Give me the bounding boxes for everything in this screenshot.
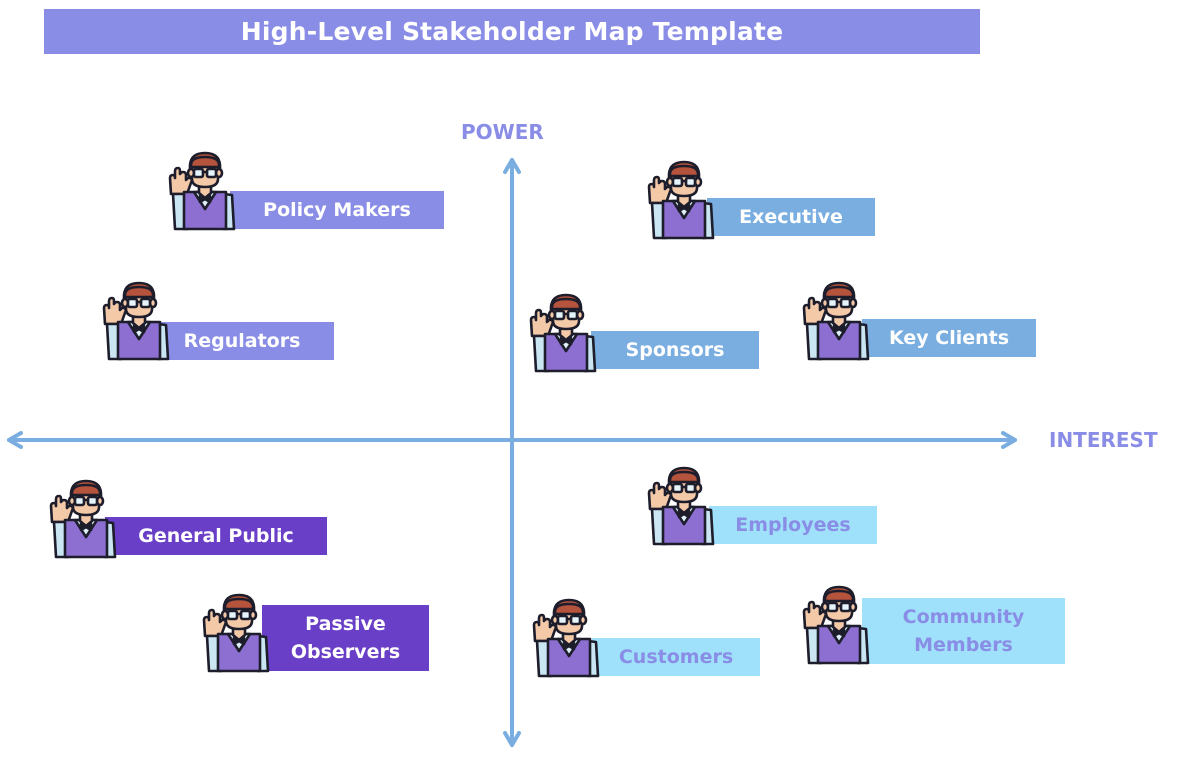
stakeholder-policy-makers: Policy Makers: [166, 151, 446, 231]
stakeholder-label: General Public: [105, 517, 327, 555]
stakeholder-customers: Customers: [530, 598, 760, 678]
stakeholder-label: Passive Observers: [262, 605, 429, 671]
stakeholder-passive-observers: Passive Observers: [200, 593, 429, 673]
waving-person-icon: [645, 160, 717, 244]
waving-person-icon: [800, 281, 872, 365]
horizontal-axis-arrow-left: [7, 431, 23, 449]
waving-person-icon: [527, 293, 599, 377]
stakeholder-general-public: General Public: [47, 479, 327, 559]
stakeholder-label: Customers: [592, 638, 760, 676]
stakeholder-regulators: Regulators: [100, 281, 334, 361]
interest-axis-label: INTEREST: [1049, 428, 1158, 452]
waving-person-icon: [200, 593, 272, 677]
stakeholder-label: Regulators: [150, 322, 334, 360]
stakeholder-employees: Employees: [645, 466, 877, 546]
waving-person-icon: [100, 281, 172, 365]
power-axis-label: POWER: [461, 120, 544, 144]
page-title: High-Level Stakeholder Map Template: [240, 17, 784, 46]
waving-person-icon: [47, 479, 119, 563]
stakeholder-community-members: Community Members: [800, 585, 1065, 665]
title-bar: High-Level Stakeholder Map Template: [44, 9, 980, 54]
vertical-axis-arrow-down: [503, 731, 521, 747]
horizontal-axis-arrow-right: [1001, 431, 1017, 449]
stakeholder-label: Key Clients: [862, 319, 1036, 357]
stakeholder-sponsors: Sponsors: [527, 293, 759, 373]
stakeholder-label: Executive: [707, 198, 875, 236]
stakeholder-label: Community Members: [862, 598, 1065, 664]
vertical-axis-arrow-up: [503, 158, 521, 174]
stakeholder-label: Employees: [709, 506, 877, 544]
stakeholder-label: Policy Makers: [230, 191, 444, 229]
waving-person-icon: [800, 585, 872, 669]
waving-person-icon: [530, 598, 602, 682]
waving-person-icon: [166, 151, 238, 235]
stakeholder-key-clients: Key Clients: [800, 281, 1036, 361]
stakeholder-label: Sponsors: [591, 331, 759, 369]
waving-person-icon: [645, 466, 717, 550]
stakeholder-executive: Executive: [645, 160, 875, 240]
